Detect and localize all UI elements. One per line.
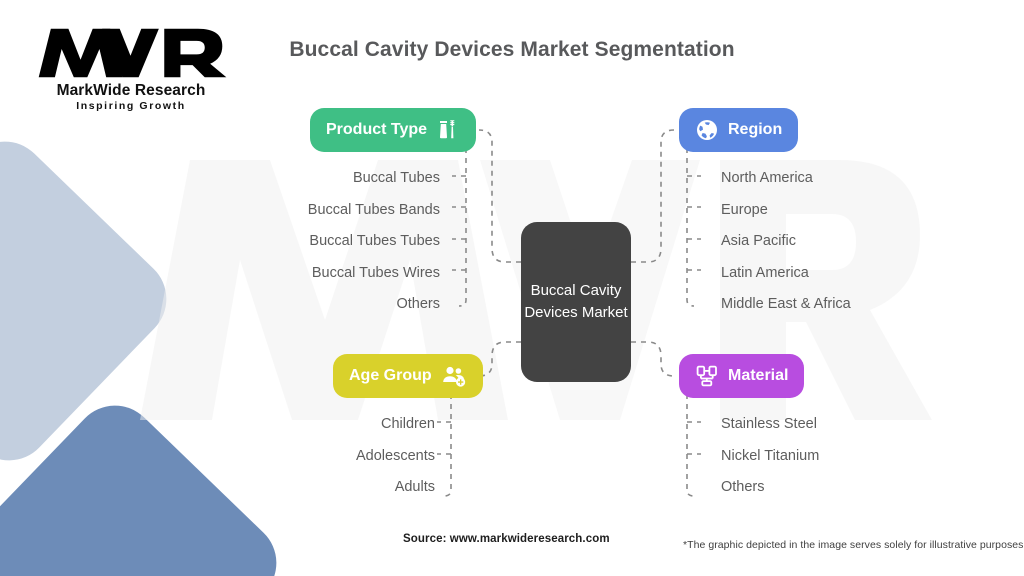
list-item[interactable]: Middle East & Africa <box>721 296 851 312</box>
branch-items-age-group: Children Adolescents Adults <box>260 409 435 504</box>
branch-pill-material[interactable]: Material <box>679 354 805 398</box>
list-item[interactable]: Buccal Tubes Tubes <box>309 233 440 249</box>
network-nodes-icon <box>695 364 719 388</box>
list-item[interactable]: Buccal Tubes Wires <box>311 264 440 281</box>
globe-icon <box>695 118 719 142</box>
branch-pill-region[interactable]: Region <box>679 108 799 152</box>
brand-logo: MarkWide Research Inspiring Growth <box>36 26 227 113</box>
center-node-label: Buccal Cavity Devices Market <box>524 282 628 321</box>
list-item[interactable]: North America <box>721 170 813 186</box>
logo-company-name: MarkWide Research <box>56 82 206 99</box>
center-node[interactable]: Buccal Cavity Devices Market <box>521 222 631 382</box>
toothpaste-toothbrush-icon <box>436 118 460 142</box>
source-text: Source: www.markwideresearch.com <box>403 533 610 545</box>
list-item[interactable]: Asia Pacific <box>721 233 796 249</box>
list-item[interactable]: Europe <box>721 201 768 218</box>
branch-label-material: Material <box>728 367 789 384</box>
list-item[interactable]: Others <box>721 479 765 495</box>
people-add-icon <box>441 364 467 388</box>
branch-items-material: Stainless Steel Nickel Titanium Others <box>721 409 819 504</box>
list-item[interactable]: Children <box>381 416 435 432</box>
list-item[interactable]: Adults <box>394 479 435 495</box>
logo-tagline: Inspiring Growth <box>76 100 186 113</box>
branch-label-age-group: Age Group <box>349 367 432 384</box>
branch-items-region: North America Europe Asia Pacific Latin … <box>721 163 851 321</box>
branch-label-product-type: Product Type <box>326 121 428 138</box>
list-item[interactable]: Stainless Steel <box>721 416 817 432</box>
list-item[interactable]: Buccal Tubes Bands <box>307 201 440 218</box>
disclaimer-text: *The graphic depicted in the image serve… <box>683 539 1024 551</box>
page-title: Buccal Cavity Devices Market Segmentatio… <box>289 38 735 61</box>
list-item[interactable]: Nickel Titanium <box>721 447 820 464</box>
branch-items-product-type: Buccal Tubes Buccal Tubes Bands Buccal T… <box>250 163 440 321</box>
list-item[interactable]: Latin America <box>721 264 809 281</box>
list-item[interactable]: Adolescents <box>356 447 435 464</box>
list-item[interactable]: Buccal Tubes <box>352 170 440 186</box>
branch-label-region: Region <box>728 121 783 138</box>
branch-pill-age-group[interactable]: Age Group <box>333 354 483 398</box>
branch-pill-product-type[interactable]: Product Type <box>310 108 477 152</box>
list-item[interactable]: Others <box>396 296 440 312</box>
mwr-logo-mark <box>38 28 227 78</box>
